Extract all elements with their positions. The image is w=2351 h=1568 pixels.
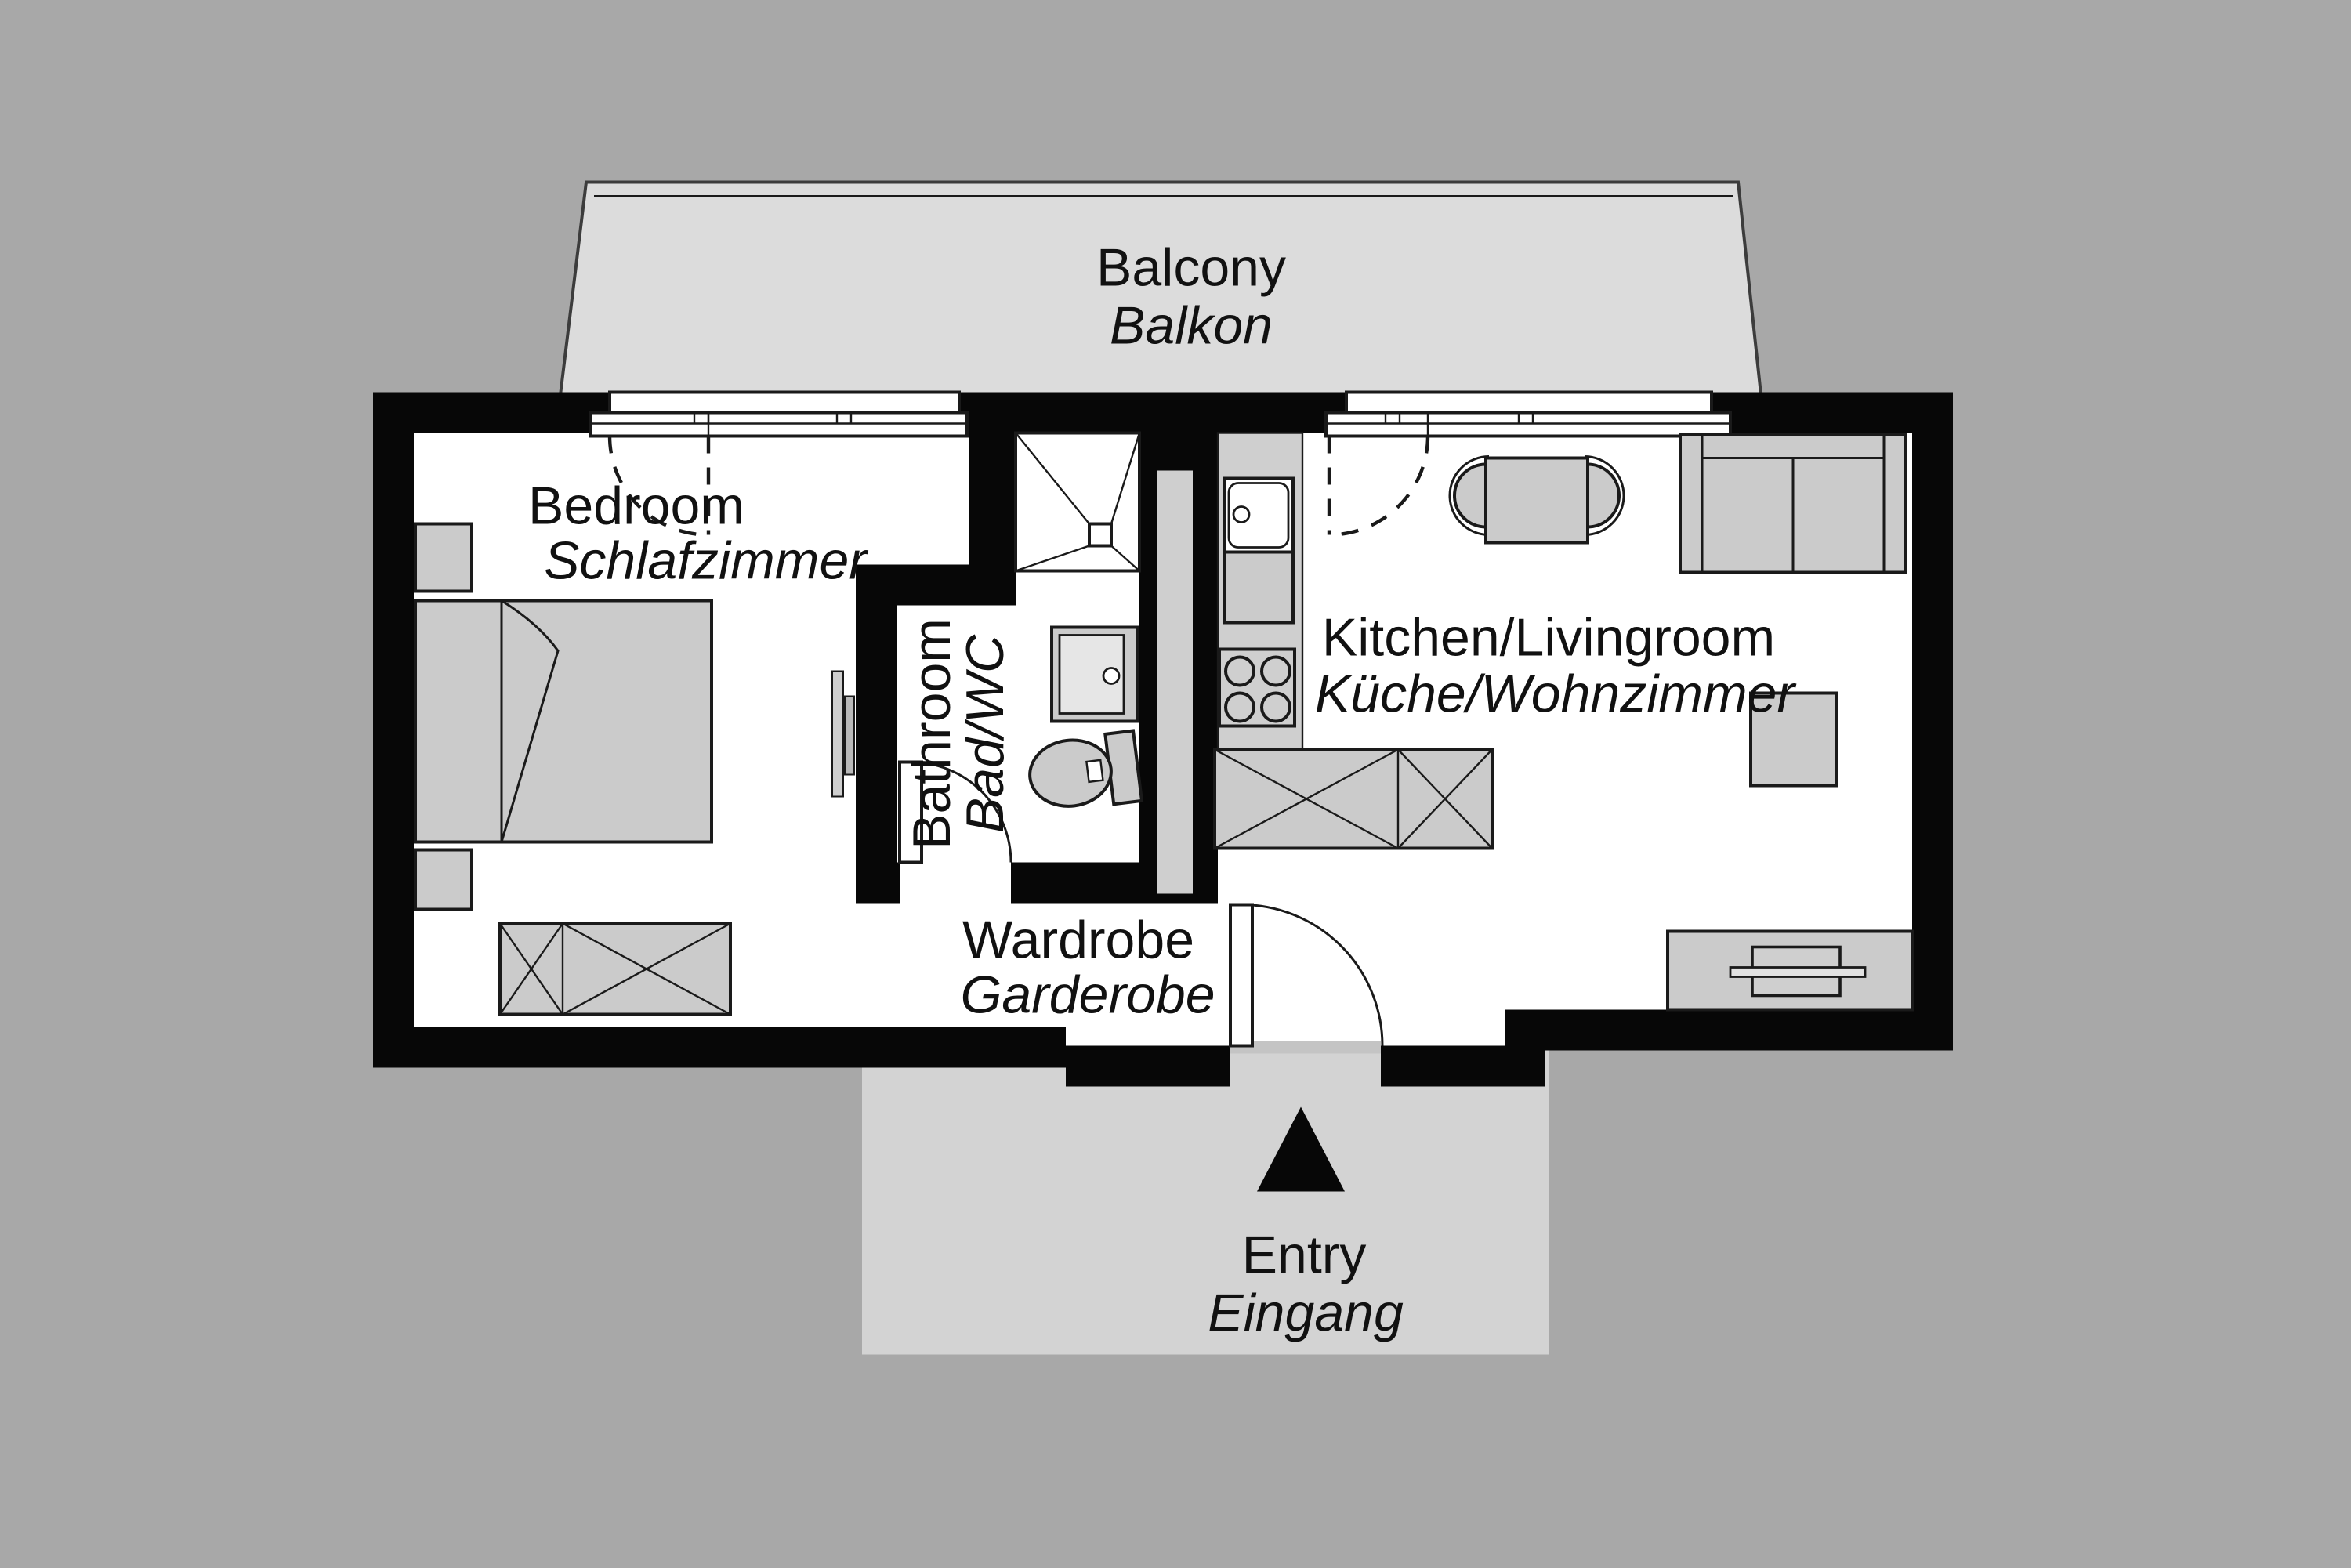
dining-chair-left bbox=[1453, 462, 1487, 529]
entry-porch: Entry Eingang bbox=[862, 1034, 1549, 1355]
bathroom-label-en: Bathroom bbox=[902, 618, 962, 849]
duct-shaft bbox=[1157, 470, 1193, 894]
kitchen-furniture bbox=[1213, 432, 1914, 1012]
room-labels: Bedroom Schlafzimmer Bathroom Bad/WC Kit… bbox=[528, 476, 1796, 1025]
dresser-body bbox=[498, 922, 732, 1016]
oven bbox=[1223, 550, 1295, 625]
sink-drain bbox=[1232, 505, 1251, 523]
wall-bathroom-left bbox=[856, 605, 897, 904]
sliding-door-leaf bbox=[844, 695, 855, 776]
dining-chair-left-back bbox=[1448, 455, 1490, 536]
bedroom-window-ticks bbox=[693, 412, 853, 424]
bedroom-window-opening bbox=[608, 390, 961, 415]
bathroom-label-de: Bad/WC bbox=[955, 634, 1015, 833]
wall-bottom-kitchen bbox=[1505, 1009, 1953, 1051]
dresser bbox=[498, 922, 732, 1016]
tv-screen-bar bbox=[1729, 966, 1867, 978]
bathroom-door-swing bbox=[910, 761, 1012, 863]
kitchen-window-ticks bbox=[1384, 412, 1534, 424]
entry-arrow-icon bbox=[1257, 1106, 1345, 1192]
stove-burners bbox=[1224, 655, 1291, 723]
shower-diagonals bbox=[1015, 432, 1141, 572]
wall-bathroom-jog bbox=[856, 564, 1016, 606]
entry-door-swing bbox=[1241, 904, 1384, 1046]
stove-top bbox=[1218, 647, 1296, 728]
sofa bbox=[1679, 433, 1907, 574]
entry-door-leaf bbox=[1229, 903, 1254, 1048]
coffee-table bbox=[1749, 691, 1838, 788]
dining-set bbox=[1448, 455, 1625, 545]
bedroom-label-de: Schlafzimmer bbox=[544, 531, 868, 591]
kitchen-sink bbox=[1223, 476, 1295, 554]
porch-slab bbox=[862, 1034, 1549, 1355]
bathroom-fixtures bbox=[898, 431, 1144, 864]
wall-bottom-door-right bbox=[1381, 1045, 1545, 1087]
balcony-label-de: Balkon bbox=[1110, 296, 1273, 356]
bathroom-door-leaf bbox=[898, 760, 923, 864]
wall-right bbox=[1912, 392, 1953, 1051]
kitchen-sideboard bbox=[1213, 748, 1494, 850]
bathroom-door bbox=[898, 760, 1012, 864]
sink-basin bbox=[1227, 482, 1290, 549]
bed bbox=[414, 599, 713, 844]
shower-drain bbox=[1088, 522, 1113, 548]
toilet bbox=[1028, 729, 1144, 808]
toilet-flush bbox=[1085, 759, 1104, 784]
entry-door bbox=[1229, 903, 1384, 1054]
wall-bathroom-bottom-right bbox=[1011, 862, 1139, 904]
sideboard-x-marks bbox=[1214, 748, 1493, 849]
kitchen-window bbox=[1324, 390, 1732, 537]
sliding-door-rail bbox=[831, 670, 844, 798]
balcony-label-en: Balcony bbox=[1096, 238, 1286, 298]
dining-table bbox=[1484, 456, 1589, 545]
entry-label-de: Eingang bbox=[1208, 1284, 1404, 1343]
wall-left bbox=[373, 392, 414, 1068]
shower bbox=[1014, 431, 1141, 573]
entry-label-en: Entry bbox=[1242, 1226, 1367, 1285]
dresser-x-marks bbox=[499, 922, 731, 1016]
kitchen-label-de: Küche/Wohnzimmer bbox=[1315, 664, 1797, 724]
bed-fold-line bbox=[500, 599, 560, 842]
bedroom-furniture bbox=[414, 522, 855, 1016]
tv-console bbox=[1666, 929, 1914, 1012]
toilet-bowl bbox=[1028, 738, 1113, 808]
bedroom-window bbox=[589, 390, 969, 537]
stove bbox=[1218, 647, 1296, 728]
kitchen-label-en: Kitchen/Livingroom bbox=[1322, 608, 1775, 668]
kitchen-window-opening bbox=[1345, 390, 1713, 415]
wall-top-middle bbox=[959, 392, 1346, 433]
dining-chair-right-back bbox=[1584, 455, 1625, 536]
balcony-area: Balcony Balkon bbox=[557, 180, 1764, 404]
walls bbox=[373, 392, 1953, 1087]
wardrobe-label-de: Garderobe bbox=[960, 965, 1215, 1025]
bathroom-vanity bbox=[1050, 625, 1139, 723]
sofa-cushion-lines bbox=[1701, 434, 1886, 573]
wall-bottom-bedroom bbox=[373, 1027, 1066, 1068]
dining-chair-right bbox=[1586, 462, 1621, 529]
wall-bathroom-bottom-left bbox=[856, 862, 900, 904]
kitchen-balcony-door-swing bbox=[1328, 436, 1430, 537]
bedroom-label-en: Bedroom bbox=[528, 476, 744, 536]
wardrobe-label-en: Wardrobe bbox=[962, 911, 1194, 970]
nightstand-bottom bbox=[414, 848, 473, 911]
sideboard-body bbox=[1213, 748, 1494, 850]
nightstand-top bbox=[414, 522, 473, 593]
bedroom-balcony-door-swing bbox=[607, 436, 709, 537]
vanity-knob bbox=[1102, 667, 1121, 685]
entry-threshold bbox=[1230, 1041, 1381, 1054]
wall-bottom-door-left bbox=[1066, 1045, 1230, 1087]
